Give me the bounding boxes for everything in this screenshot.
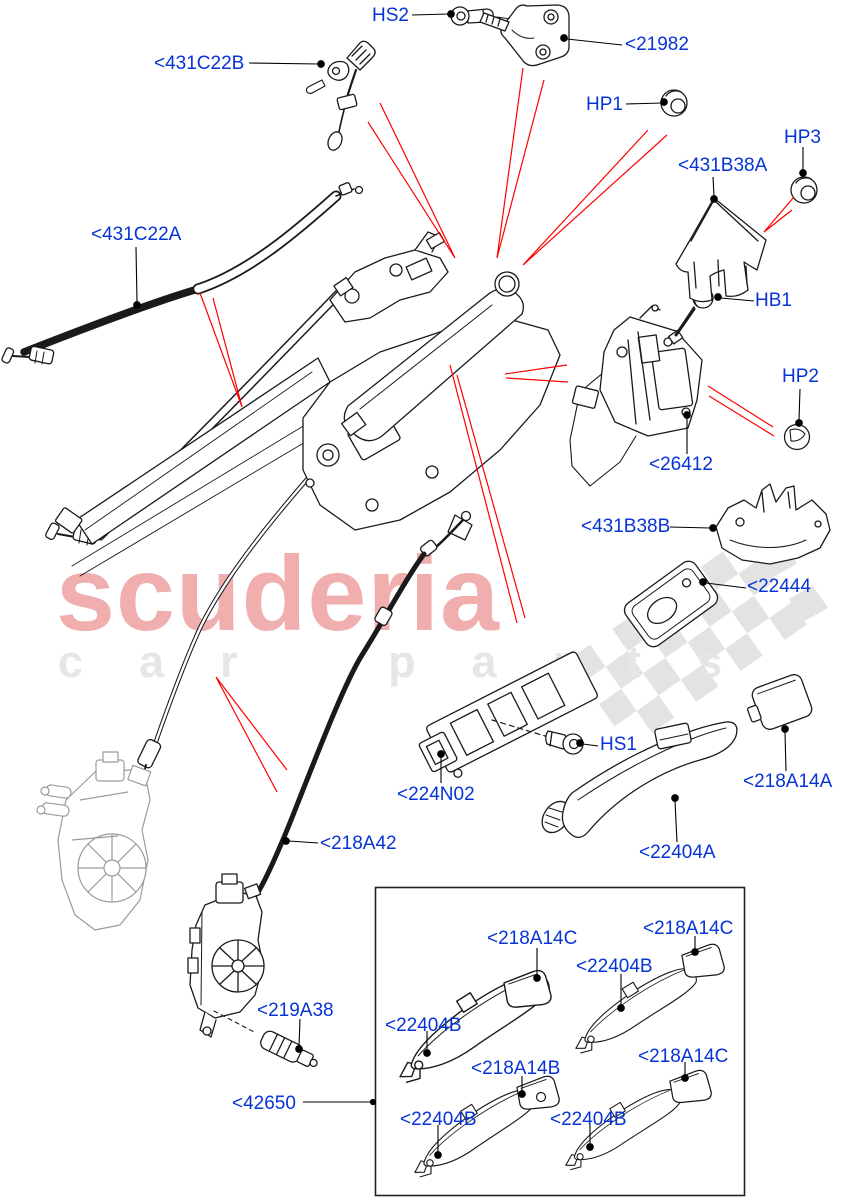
lock-rod-431c22b-drawing xyxy=(305,40,376,151)
handle-gasket-22444-drawing xyxy=(623,560,719,648)
exterior-handle-22404a-drawing xyxy=(541,721,738,839)
part-label-26412[interactable]: <26412 xyxy=(649,454,713,475)
door-latch-26412-drawing xyxy=(569,304,703,487)
part-label-431b38a[interactable]: <431B38A xyxy=(678,155,768,176)
part-label-21982[interactable]: <21982 xyxy=(625,34,689,55)
part-label-431b38b[interactable]: <431B38B xyxy=(581,516,671,537)
part-label-22444[interactable]: <22444 xyxy=(747,576,811,597)
part-label-218a14c-1[interactable]: <218A14C xyxy=(487,928,578,949)
door-striker-drawing xyxy=(479,4,570,67)
label-leader-lines xyxy=(133,10,807,1159)
part-label-219a38[interactable]: <219A38 xyxy=(257,1000,334,1021)
lock-operating-rod-drawing xyxy=(137,458,326,777)
brand-tagline-watermark: car parts xyxy=(58,636,779,687)
part-label-22404b-4[interactable]: <22404B xyxy=(550,1109,627,1130)
front-latch-ghost-drawing xyxy=(36,751,152,931)
service-kit-box-42650 xyxy=(374,886,746,1197)
part-label-hp3[interactable]: HP3 xyxy=(784,127,821,148)
handle-reinforcement-224n02-drawing xyxy=(418,651,598,778)
part-label-218a14a[interactable]: <218A14A xyxy=(743,771,833,792)
part-label-hs1[interactable]: HS1 xyxy=(600,734,637,755)
latch-cable-218a42-drawing xyxy=(254,510,472,897)
cylinder-219a38-drawing xyxy=(213,1010,318,1068)
part-label-218a14c-2[interactable]: <218A14C xyxy=(643,918,734,939)
part-label-hb1[interactable]: HB1 xyxy=(755,290,792,311)
part-label-hs2[interactable]: HS2 xyxy=(372,5,409,26)
assembly-pointer-lines xyxy=(199,67,795,793)
part-label-431c22b[interactable]: <431C22B xyxy=(154,53,245,74)
part-label-218a14c-3[interactable]: <218A14C xyxy=(638,1046,729,1067)
part-label-42650[interactable]: <42650 xyxy=(232,1093,296,1114)
screw-hs1-drawing xyxy=(545,730,584,755)
latch-cable-431c22a-drawing xyxy=(1,182,364,365)
part-label-hp2[interactable]: HP2 xyxy=(782,366,819,387)
part-label-431c22a[interactable]: <431C22A xyxy=(91,224,182,245)
handle-end-cap-218a14a-drawing xyxy=(746,674,813,730)
rear-latch-drawing xyxy=(187,873,265,1038)
part-label-224n02[interactable]: <224N02 xyxy=(397,784,475,805)
part-label-22404b-1[interactable]: <22404B xyxy=(576,956,653,977)
front-door-handle-assembly-drawing xyxy=(54,231,561,577)
grommet-hp3-drawing xyxy=(790,176,818,204)
part-label-22404a[interactable]: <22404A xyxy=(639,842,716,863)
bracket-431b38a-drawing xyxy=(675,197,767,303)
part-label-218a42[interactable]: <218A42 xyxy=(320,833,397,854)
part-label-22404b-3[interactable]: <22404B xyxy=(400,1109,477,1130)
part-label-22404b-2[interactable]: <22404B xyxy=(385,1015,462,1036)
bracket-431b38b-drawing xyxy=(715,483,831,565)
kit-cap-keyhole-drawing xyxy=(515,1074,561,1113)
part-label-hp1[interactable]: HP1 xyxy=(586,94,623,115)
part-label-218a14b[interactable]: <218A14B xyxy=(471,1058,561,1079)
